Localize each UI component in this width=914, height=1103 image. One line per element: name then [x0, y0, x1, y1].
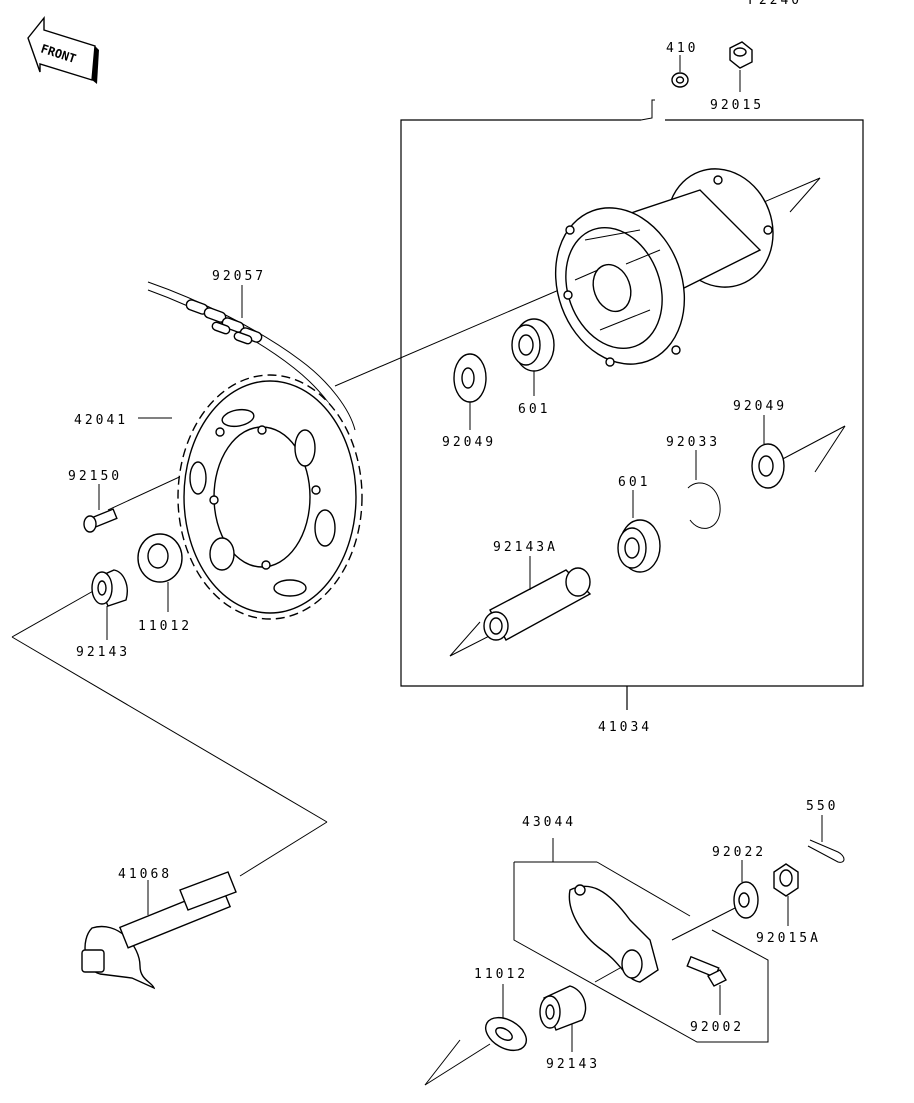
cotter-pin-550: [807, 815, 845, 863]
nut-92015a: [773, 863, 799, 926]
nut-92015: [729, 41, 753, 92]
washer-410: [671, 55, 689, 88]
bolt-92002: [686, 955, 727, 1015]
label-41068: 41068: [118, 867, 172, 882]
label-92033: 92033: [666, 435, 720, 450]
label-601-mid: 601: [618, 475, 650, 490]
oil-seal-92049-right: [751, 415, 785, 489]
label-41034: 41034: [598, 720, 652, 735]
label-92015: 92015: [710, 98, 764, 113]
circlip-92033: [687, 450, 721, 529]
label-11012-top: 11012: [138, 619, 192, 634]
washer-92022: [733, 860, 759, 919]
label-92143-top: 92143: [76, 645, 130, 660]
label-92002: 92002: [690, 1020, 744, 1035]
label-550: 550: [806, 799, 838, 814]
bolt-92150: [83, 484, 118, 533]
caliper-bracket-box: [424, 838, 769, 1086]
label-92022: 92022: [712, 845, 766, 860]
collar-92143-top: [91, 569, 128, 640]
label-43044: 43044: [522, 815, 576, 830]
oil-seal-11012-bottom: [485, 984, 527, 1052]
label-11012-bottom: 11012: [474, 967, 528, 982]
hub-assembly-box: [400, 119, 864, 710]
label-42041: 42041: [74, 413, 128, 428]
label-92150: 92150: [68, 469, 122, 484]
axle-41068: [81, 871, 237, 990]
label-92049-left: 92049: [442, 435, 496, 450]
spacer-92143a: [483, 556, 592, 641]
figure-code: F2240: [748, 0, 802, 8]
front-arrow-icon: FRONT: [27, 16, 99, 84]
axle-leader-lines: [11, 589, 328, 877]
caliper-bracket: [568, 884, 659, 983]
collar-92143-bottom: [539, 985, 587, 1052]
label-92049-right: 92049: [733, 399, 787, 414]
oil-seal-11012-top: [137, 533, 183, 612]
oil-seal-92049-left: [453, 353, 487, 430]
rear-sprocket: [138, 374, 363, 620]
bearing-601-mid: [617, 490, 661, 573]
label-92057: 92057: [212, 269, 266, 284]
label-601-top: 601: [518, 402, 550, 417]
part-labels: 410 92015 92057 42041 92150 11012 92143 …: [68, 41, 838, 1072]
label-92143-bottom: 92143: [546, 1057, 600, 1072]
label-410: 410: [666, 41, 698, 56]
bearing-601-top: [511, 318, 555, 396]
label-92143a: 92143A: [493, 540, 558, 555]
rear-hub: [554, 168, 774, 367]
label-92015a: 92015A: [756, 931, 821, 946]
